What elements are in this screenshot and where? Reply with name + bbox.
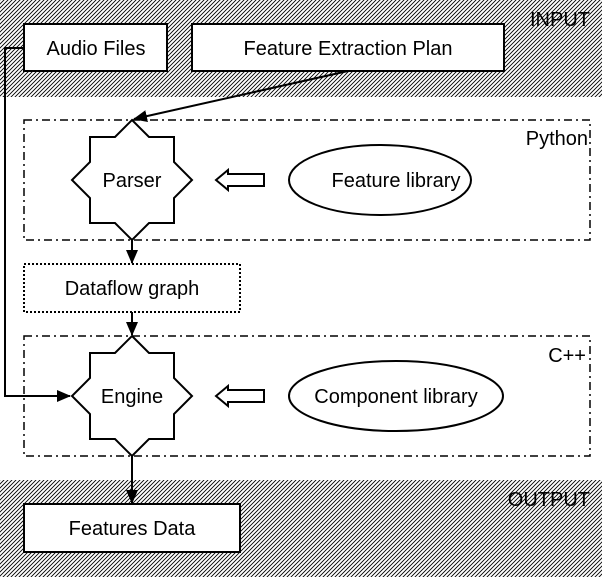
dataflow-graph-node[interactable]: Dataflow graph [23, 263, 241, 313]
python-container [23, 119, 591, 241]
dataflow-graph-label: Dataflow graph [65, 278, 200, 300]
features-data-box [23, 503, 241, 553]
feature-library-ellipse [288, 144, 472, 216]
feature-library-label: Feature library [332, 170, 461, 192]
audio-files-box [23, 23, 168, 72]
plan-to-parser-connector [133, 70, 349, 123]
feature-library-to-parser-arrow-icon [214, 167, 265, 193]
component-library-to-engine-arrow-icon [214, 383, 265, 409]
component-library-ellipse [288, 360, 504, 432]
feature-library-node[interactable]: Feature library [288, 144, 472, 216]
cpp-region: C++ [23, 335, 591, 457]
python-label: Python [526, 128, 588, 150]
engine-label: Engine [101, 386, 163, 408]
engine-node[interactable]: Engine [70, 334, 194, 458]
feature-extraction-plan-label: Feature Extraction Plan [244, 38, 453, 60]
input-label: INPUT [530, 9, 590, 31]
audio-files-node[interactable]: Audio Files [23, 23, 168, 72]
output-label: OUTPUT [508, 489, 590, 511]
dataflow-graph-box [23, 263, 241, 313]
cpp-container [23, 335, 591, 457]
component-library-node[interactable]: Component library [288, 360, 504, 432]
audio-to-engine-connector [4, 47, 71, 402]
feature-extraction-plan-node[interactable]: Feature Extraction Plan [191, 23, 505, 72]
parser-node[interactable]: Parser [70, 118, 194, 242]
features-data-node[interactable]: Features Data [23, 503, 241, 553]
component-library-label: Component library [314, 386, 477, 408]
python-region: Python [23, 119, 591, 241]
parser-label: Parser [103, 170, 162, 192]
features-data-label: Features Data [69, 518, 197, 540]
cpp-label: C++ [548, 345, 586, 367]
audio-files-label: Audio Files [47, 38, 146, 60]
feature-extraction-plan-box [191, 23, 505, 72]
